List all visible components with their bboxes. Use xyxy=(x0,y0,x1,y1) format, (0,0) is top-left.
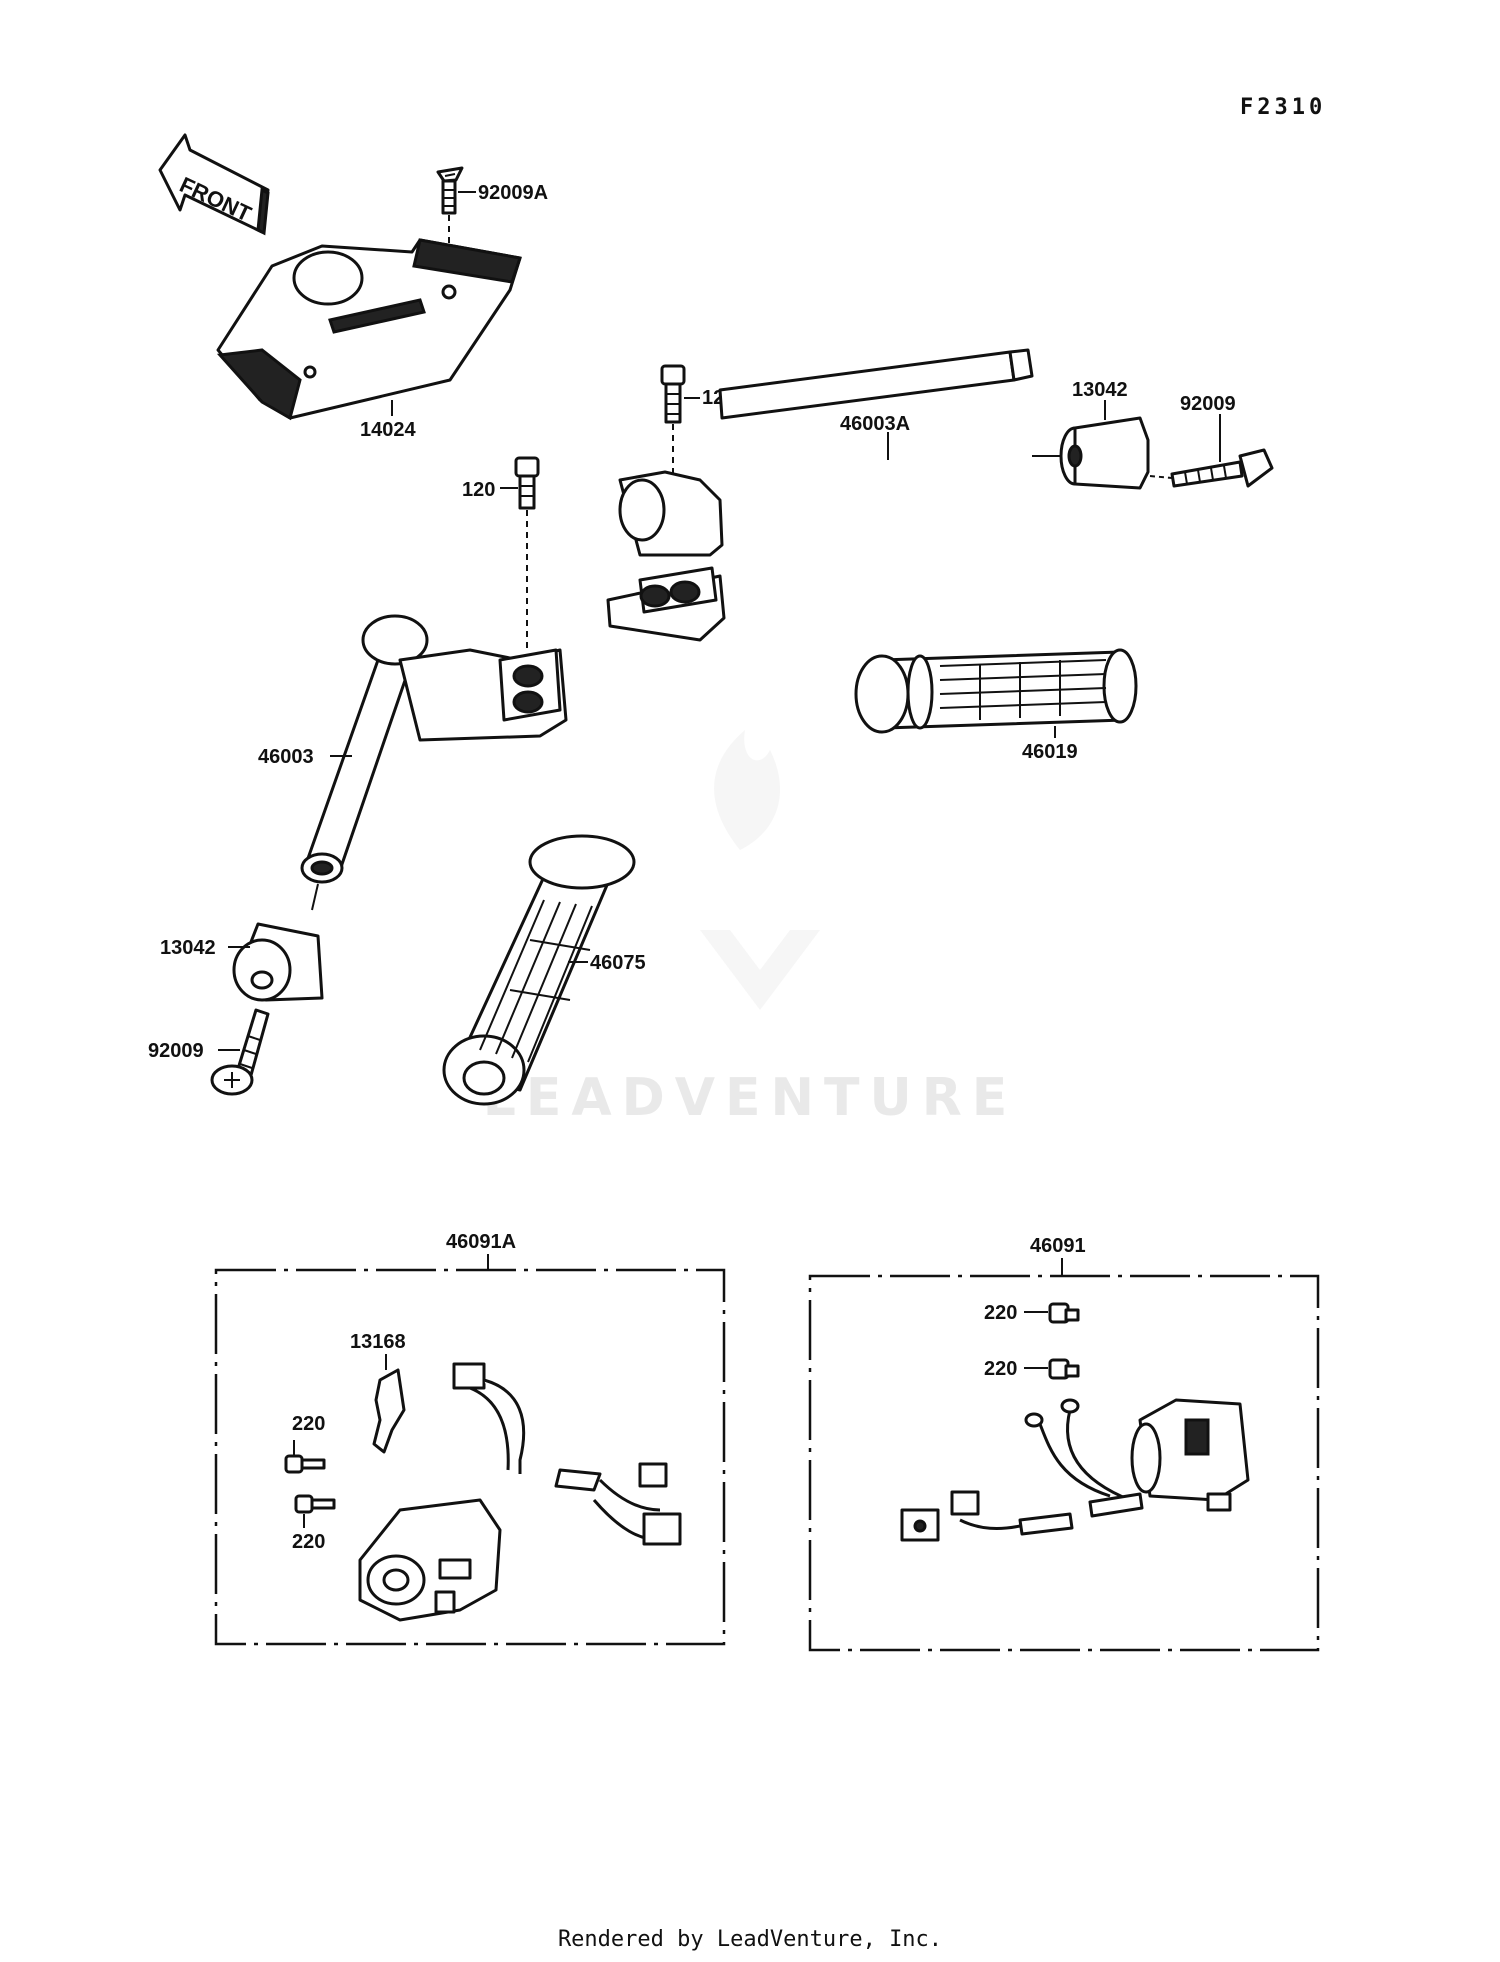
label-46091: 46091 xyxy=(1030,1235,1086,1257)
label-92009-right: 92009 xyxy=(1180,393,1236,415)
label-14024: 14024 xyxy=(360,419,416,441)
label-120-left: 120 xyxy=(462,479,495,501)
screw-220-b-icon xyxy=(294,1494,336,1528)
label-220-b: 220 xyxy=(292,1531,325,1553)
switch-46091A-group-box xyxy=(214,1268,726,1646)
switch-46091-icon xyxy=(900,1398,1250,1542)
label-220-d: 220 xyxy=(984,1358,1017,1380)
label-220-c: 220 xyxy=(984,1302,1017,1324)
footer-credit: Rendered by LeadVenture, Inc. xyxy=(558,1927,942,1952)
diagram-code: F2310 xyxy=(1240,95,1326,120)
watermark-logo xyxy=(700,730,820,1010)
label-13042-right: 13042 xyxy=(1072,379,1128,401)
bar-end-13042-right-icon xyxy=(1032,416,1150,490)
label-13042-left: 13042 xyxy=(160,937,216,959)
bar-end-13042-left-icon xyxy=(232,922,324,1002)
screw-220-a-icon xyxy=(284,1440,326,1474)
label-46091A: 46091A xyxy=(446,1231,516,1253)
front-arrow-icon: FRONT xyxy=(158,133,270,236)
screw-220-c-icon xyxy=(1048,1302,1080,1324)
label-92009-left: 92009 xyxy=(148,1040,204,1062)
label-92009A: 92009A xyxy=(478,182,548,204)
switch-46091-group-box xyxy=(808,1274,1320,1652)
grip-46075-icon xyxy=(442,834,636,1106)
switch-46091A-icon xyxy=(358,1362,682,1622)
bolt-120-left-icon xyxy=(514,456,540,650)
label-46075: 46075 xyxy=(590,952,646,974)
handlebar-46003-icon xyxy=(300,614,568,911)
label-46019: 46019 xyxy=(1022,741,1078,763)
label-46003: 46003 xyxy=(258,746,314,768)
screw-92009-left-icon xyxy=(210,1008,270,1096)
label-220-a: 220 xyxy=(292,1413,325,1435)
grip-46019-icon xyxy=(854,648,1138,734)
clip-13168-icon xyxy=(372,1368,406,1454)
watermark-text: LEADVENTURE xyxy=(483,1068,1018,1128)
cover-14024-icon xyxy=(216,238,522,421)
label-13168: 13168 xyxy=(350,1331,406,1353)
screw-92009-right-icon xyxy=(1149,448,1274,488)
bolt-120-right-icon xyxy=(660,364,686,480)
screw-220-d-icon xyxy=(1048,1358,1080,1380)
label-46003A: 46003A xyxy=(840,413,910,435)
handlebar-46003A-icon xyxy=(606,348,1034,642)
